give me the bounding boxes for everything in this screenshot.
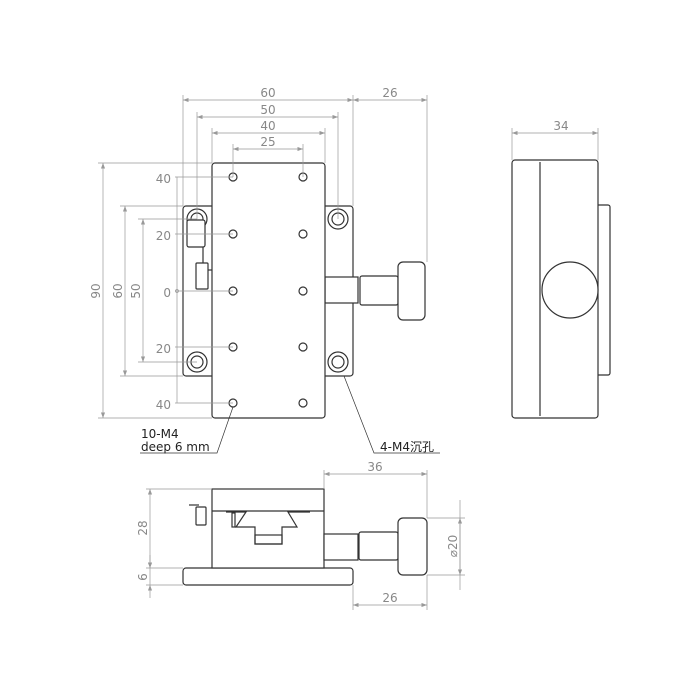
dim-26-bottom: 26 — [382, 591, 397, 605]
dim-6: 6 — [136, 573, 150, 581]
vertical-dimensions: 90 60 50 40 20 0 20 40 — [89, 162, 233, 419]
callout-thread-count: 10-M4 — [141, 427, 179, 441]
callouts: 10-M4 deep 6 mm 4-M4沉孔 — [140, 375, 440, 454]
callout-thread-depth: deep 6 mm — [141, 440, 210, 454]
dim-36: 36 — [367, 460, 382, 474]
dim-25: 25 — [260, 135, 275, 149]
dim-90: 90 — [89, 283, 103, 298]
adjustment-knob — [397, 261, 426, 321]
dim-26: 26 — [382, 86, 397, 100]
ordinate-label: 20 — [156, 229, 171, 243]
clamp-lever — [186, 219, 212, 290]
callout-counterbore: 4-M4沉孔 — [380, 440, 434, 454]
ordinate-label: 0 — [163, 286, 171, 300]
dim-60-vertical: 60 — [111, 283, 125, 298]
dim-34: 34 — [553, 119, 568, 133]
front-dimensions: 36 26 ⌀20 28 6 — [136, 460, 465, 610]
dim-28: 28 — [136, 520, 150, 535]
front-view: 36 26 ⌀20 28 6 — [136, 460, 465, 610]
ordinate-label: 20 — [156, 342, 171, 356]
horizontal-dimensions: 60 26 50 40 25 — [182, 86, 428, 262]
ordinate-label: 40 — [156, 172, 171, 186]
dim-50-vertical: 50 — [129, 283, 143, 298]
top-carriage — [211, 162, 326, 419]
collar — [359, 275, 399, 306]
shaft — [324, 276, 359, 304]
ordinate-label: 40 — [156, 398, 171, 412]
top-view: 60 26 50 40 25 90 60 50 40 20 0 20 4 — [89, 86, 440, 454]
side-view: 34 — [511, 119, 611, 419]
dim-60: 60 — [260, 86, 275, 100]
knob-end — [541, 261, 599, 319]
dim-diameter-20: ⌀20 — [446, 535, 460, 558]
dim-50: 50 — [260, 103, 275, 117]
dim-40: 40 — [260, 119, 275, 133]
